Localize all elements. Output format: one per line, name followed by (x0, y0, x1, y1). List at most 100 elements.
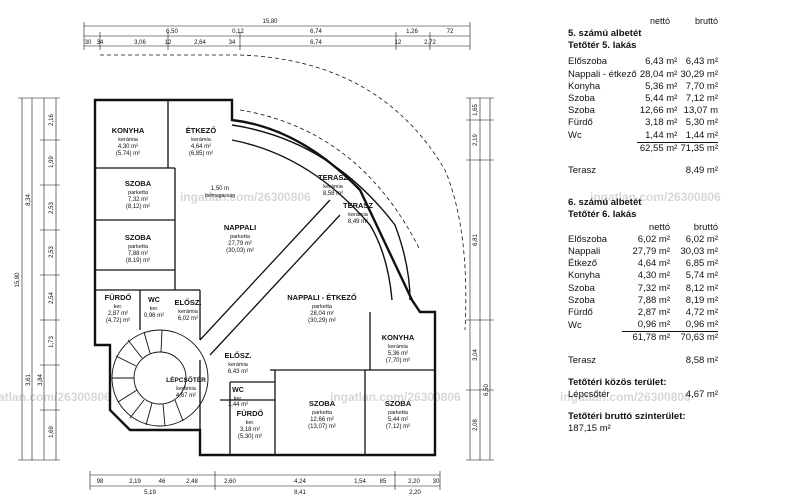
room-label-wc-1: WC (148, 297, 160, 304)
svg-text:(7,12) m²: (7,12) m² (386, 424, 410, 430)
svg-text:parketta: parketta (230, 234, 251, 240)
room-label-szoba-3: SZOBA (309, 399, 336, 408)
svg-text:7,88 m²: 7,88 m² (128, 251, 148, 257)
room-label-szoba-4: SZOBA (385, 399, 412, 408)
svg-text:2,20: 2,20 (408, 479, 420, 485)
room-labels: KONYHA kerámia 4,30 m² (5,74) m² ÉTKEZŐ … (105, 126, 415, 440)
gross-total-title: Tetőtéri bruttó szinterület: (568, 411, 686, 423)
svg-text:2,20: 2,20 (409, 490, 421, 496)
svg-text:(8,19) m²: (8,19) m² (126, 258, 150, 264)
floor-plan-drawing: KONYHA kerámia 4,30 m² (5,74) m² ÉTKEZŐ … (15, 19, 494, 496)
svg-text:0,96 m²: 0,96 m² (144, 313, 164, 319)
dimension-ticks (18, 22, 494, 490)
ceiling-height-value: 1,50 m (211, 186, 229, 192)
watermark: ingatlan.com/26300806 (560, 390, 691, 404)
svg-text:(30,03) m²: (30,03) m² (226, 248, 254, 254)
exterior-walls (93, 98, 437, 457)
svg-text:parketta: parketta (312, 410, 333, 416)
watermark: ingatlan.com/26300806 (0, 390, 111, 404)
svg-text:kerámia: kerámia (388, 344, 409, 350)
svg-text:6,50: 6,50 (484, 384, 490, 396)
unit6-column-headers: nettó bruttó (648, 221, 718, 233)
watermark: ingatlan.com/26300806 (180, 190, 311, 204)
svg-text:2,19: 2,19 (473, 134, 479, 146)
svg-text:ker.: ker. (114, 304, 123, 310)
watermark: ingatlan.com/26300806 (330, 390, 461, 404)
svg-text:7,32 m²: 7,32 m² (128, 197, 148, 203)
svg-text:12: 12 (395, 40, 402, 46)
svg-text:4,67 m²: 4,67 m² (176, 393, 196, 399)
svg-text:(8,12) m²: (8,12) m² (126, 204, 150, 210)
svg-text:kerámia: kerámia (176, 386, 197, 392)
svg-text:6,74: 6,74 (310, 29, 322, 35)
unit6-subtitle: Tetőtér 6. lakás (568, 209, 637, 221)
svg-text:parketta: parketta (388, 410, 409, 416)
svg-text:kerámia: kerámia (191, 137, 212, 143)
svg-text:6,74: 6,74 (310, 40, 322, 46)
unit6-title: 6. számú albetét (568, 197, 642, 209)
area-summary-panel: 5. számú albetét Tetőtér 5. lakás Előszo… (568, 28, 793, 436)
common-area-title: Tetőtéri közös terület: (568, 376, 667, 388)
svg-text:kerámia: kerámia (178, 309, 199, 315)
room-label-terasz-1: TERASZ (318, 173, 348, 182)
terrace-arcs (231, 124, 411, 301)
svg-text:6,02 m²: 6,02 m² (178, 316, 198, 322)
svg-text:3,61: 3,61 (26, 374, 32, 386)
svg-text:4,30 m²: 4,30 m² (118, 144, 138, 150)
ceiling-height-label: belmagasság (205, 193, 235, 199)
svg-text:ker.: ker. (246, 420, 255, 426)
svg-text:1,54: 1,54 (354, 479, 366, 485)
room-label-furdo-1: FÜRDŐ (105, 293, 132, 302)
svg-text:5,44 m²: 5,44 m² (388, 417, 408, 423)
svg-text:6,81: 6,81 (473, 234, 479, 246)
svg-text:ker.: ker. (150, 306, 159, 312)
svg-text:(5,30) m²: (5,30) m² (238, 434, 262, 440)
svg-text:2,16: 2,16 (49, 114, 55, 126)
svg-text:4,64 m²: 4,64 m² (191, 144, 211, 150)
svg-text:30: 30 (85, 40, 92, 46)
room-label-konyha-2: KONYHA (382, 333, 415, 342)
svg-text:(30,29) m²: (30,29) m² (308, 318, 336, 324)
svg-text:28,04 m²: 28,04 m² (310, 311, 334, 317)
svg-text:(13,07) m²: (13,07) m² (308, 424, 336, 430)
vertical-dimension-labels: 15,80 8,34 3,61 3,84 2,16 1,99 2,53 2,53… (15, 104, 490, 438)
room-label-konyha-1: KONYHA (112, 126, 145, 135)
svg-text:6,50: 6,50 (166, 29, 178, 35)
unit5-column-headers: nettó bruttó (649, 16, 718, 26)
svg-text:6,43 m²: 6,43 m² (228, 369, 248, 375)
svg-text:34: 34 (229, 40, 236, 46)
svg-text:2,54: 2,54 (49, 292, 55, 304)
watermark: ingatlan.com/26300806 (590, 190, 721, 204)
svg-text:2,19: 2,19 (129, 479, 141, 485)
svg-text:8,41: 8,41 (294, 490, 306, 496)
svg-text:98: 98 (97, 479, 104, 485)
svg-text:3,04: 3,04 (473, 349, 479, 361)
room-label-wc-2: WC (232, 387, 244, 394)
gross-total-value: 187,15 m² (568, 423, 611, 435)
room-label-szoba-1: SZOBA (125, 179, 152, 188)
svg-text:2,53: 2,53 (49, 246, 55, 258)
svg-text:5,19: 5,19 (144, 490, 156, 496)
svg-text:2,48: 2,48 (186, 479, 198, 485)
svg-text:12: 12 (165, 40, 172, 46)
svg-text:kerámia: kerámia (323, 184, 344, 190)
unit5-title: 5. számú albetét (568, 28, 642, 39)
svg-text:1,44 m²: 1,44 m² (228, 402, 248, 408)
svg-text:15,80: 15,80 (15, 272, 21, 288)
